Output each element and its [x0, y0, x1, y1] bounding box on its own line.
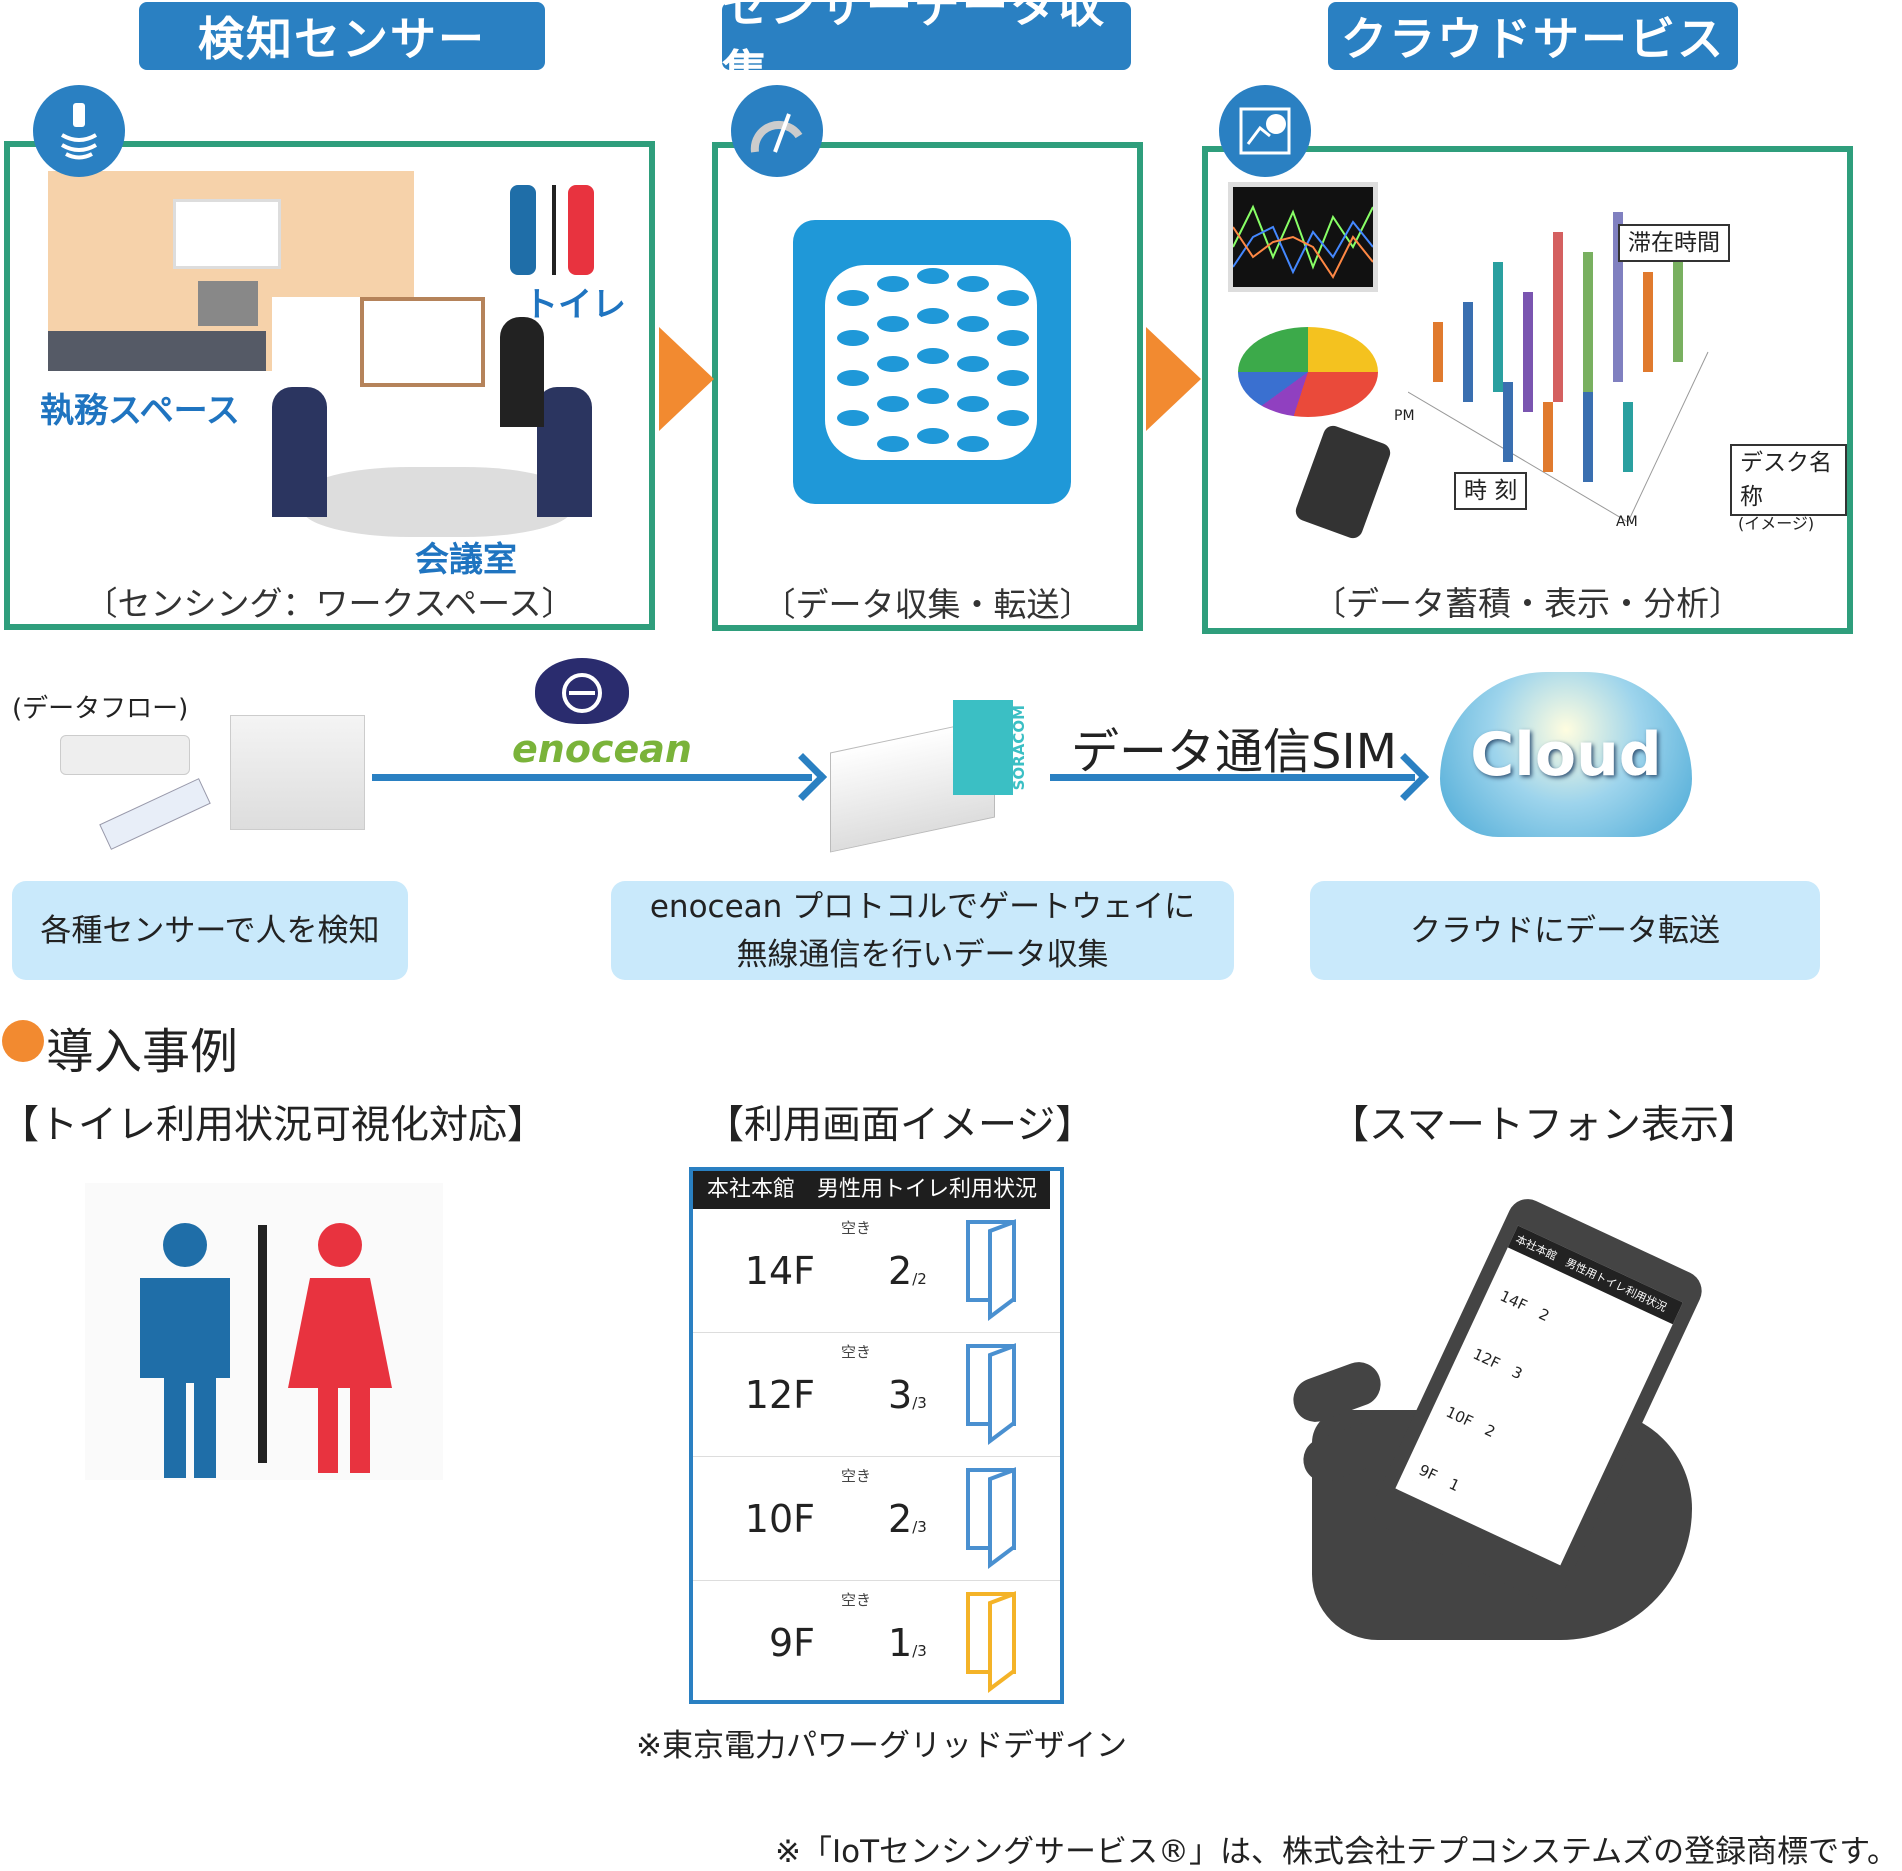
sensor-device-2 — [99, 778, 211, 850]
sensor-device-1 — [60, 735, 190, 775]
cloud-icon: Cloud — [1440, 672, 1692, 837]
sensor-device-3 — [230, 715, 365, 830]
vacancy-count: 3/3 — [888, 1373, 927, 1417]
office-label: 執務スペース — [40, 391, 240, 431]
vacancy-count: 2/2 — [888, 1249, 927, 1293]
vacancy-count: 1/3 — [888, 1621, 927, 1665]
case-subtitle-screen: 【利用画面イメージ】 — [705, 1103, 1095, 1148]
vacant-label: 空き — [841, 1219, 872, 1237]
sensing-caption: 〔センシング：ワークスペース〕 — [84, 584, 575, 623]
vacancy-count: 2/3 — [888, 1497, 927, 1541]
soracom-label: SORACOM — [1010, 705, 1028, 791]
case-subtitle-smartphone: 【スマートフォン表示】 — [1330, 1103, 1758, 1148]
header-sensor: 検知センサー — [139, 2, 545, 70]
door-icon-low — [966, 1591, 1016, 1693]
sensor-icon — [33, 85, 125, 177]
am-label: AM — [1616, 514, 1638, 530]
table-title: 本社本館 男性用トイレ利用状況 — [693, 1171, 1050, 1209]
pm-label: PM — [1394, 408, 1415, 424]
vacant-label: 空き — [841, 1467, 872, 1485]
flow-desc-gateway: enocean プロトコルでゲートウェイに 無線通信を行いデータ収集 — [611, 881, 1234, 980]
cloud-service-panel: 滞在時間 時 刻 デスク名称 PM AM (イメージ) 〔データ蓄積・表示・分析… — [1202, 146, 1853, 634]
office-illustration — [48, 171, 414, 371]
trademark-footer: ※「IoTセンシングサービス®」は、株式会社テプコシステムズの登録商標です。 — [775, 1834, 1898, 1870]
stay-time-label: 滞在時間 — [1618, 224, 1730, 262]
design-note: ※東京電力パワーグリッドデザイン — [636, 1728, 1127, 1764]
time-label: 時 刻 — [1454, 472, 1528, 510]
flow-line-2 — [1050, 774, 1415, 781]
floor: 10F — [744, 1497, 815, 1541]
desk-name-label: デスク名称 — [1730, 444, 1847, 516]
smartphone-illustration: 本社本館 男性用トイレ利用状況 14F 2 12F 3 10F 2 9F 1 — [1287, 1192, 1712, 1650]
toilet-pictogram — [85, 1183, 443, 1480]
gauge-icon — [731, 85, 823, 177]
data-flow-label: (データフロー) — [12, 694, 189, 724]
table-row: 空き 10F 2/3 — [693, 1457, 1060, 1581]
analytics-icon — [1219, 85, 1311, 177]
meeting-room-label: 会議室 — [415, 540, 517, 580]
floor: 14F — [744, 1249, 815, 1293]
door-icon — [966, 1467, 1016, 1569]
flow-arrow-2 — [1146, 327, 1201, 431]
collection-panel: 〔データ収集・転送〕 — [712, 142, 1143, 631]
header-data-collection: センサーデータ収集 — [722, 0, 1131, 99]
monitor-illustration — [1228, 182, 1378, 292]
vacant-label: 空き — [841, 1343, 872, 1361]
bullet-icon — [2, 1020, 44, 1062]
cloud-label: Cloud — [1470, 719, 1662, 790]
flow-arrow-1 — [659, 327, 714, 431]
table-row: 空き 12F 3/3 — [693, 1333, 1060, 1457]
vacant-label: 空き — [841, 1591, 872, 1609]
sensing-panel: トイレ 執務スペース 会議室 〔センシング：ワークスペース〕 — [4, 141, 655, 630]
flow-desc-sensor: 各種センサーで人を検知 — [12, 881, 408, 980]
header-cloud-service: クラウドサービス — [1328, 2, 1738, 70]
table-row: 空き 9F 1/3 — [693, 1581, 1060, 1705]
flow-line-1 — [372, 774, 812, 781]
meeting-illustration — [272, 297, 602, 557]
enocean-logo-text: enocean — [512, 727, 692, 771]
flow-desc-cloud: クラウドにデータ転送 — [1310, 881, 1820, 980]
enocean-logo-icon — [535, 658, 629, 724]
toilet-status-table: 本社本館 男性用トイレ利用状況 空き 14F 2/2 空き 12F 3/3 空き… — [689, 1167, 1064, 1704]
sim-label: データ通信SIM — [1071, 724, 1398, 780]
database-icon — [793, 220, 1071, 504]
pie-illustration — [1238, 327, 1378, 417]
floor: 12F — [744, 1373, 815, 1417]
cloud-caption: 〔データ蓄積・表示・分析〕 — [1313, 584, 1742, 623]
flow-arrowhead-1 — [778, 752, 828, 802]
case-title: 導入事例 — [46, 1024, 239, 1080]
tablet-illustration — [1293, 423, 1393, 541]
image-note: (イメージ) — [1738, 514, 1815, 533]
door-icon — [966, 1219, 1016, 1321]
collection-caption: 〔データ収集・転送〕 — [762, 585, 1093, 624]
door-icon — [966, 1343, 1016, 1445]
case-subtitle-toilet: 【トイレ利用状況可視化対応】 — [0, 1103, 547, 1148]
floor: 9F — [768, 1621, 815, 1665]
toilet-label: トイレ — [524, 285, 626, 325]
soracom-sim-icon — [953, 700, 1013, 795]
table-row: 空き 14F 2/2 — [693, 1209, 1060, 1333]
